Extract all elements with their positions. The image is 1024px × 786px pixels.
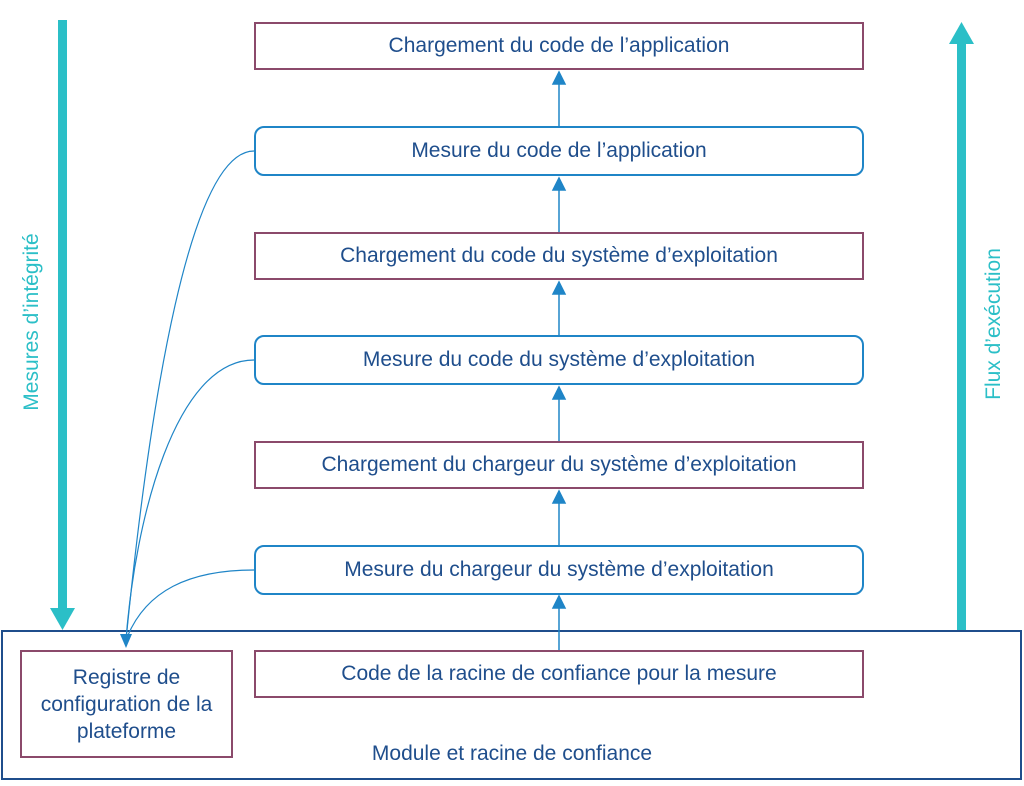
load-os-label: Chargement du code du système d’exploita… <box>340 244 778 267</box>
root-of-trust-code-label: Code de la racine de confiance pour la m… <box>341 662 777 685</box>
root-of-trust-code-box: Code de la racine de confiance pour la m… <box>254 650 864 698</box>
load-os-loader-box: Chargement du chargeur du système d’expl… <box>254 441 864 489</box>
flow-arrowhead-6 <box>551 594 567 609</box>
trust-module-label: Module et racine de confiance <box>371 742 653 765</box>
pcr-arrowhead <box>120 634 132 648</box>
platform-config-register-box: Registre de configuration de la platefor… <box>20 650 233 758</box>
measure-os-connector <box>125 359 255 641</box>
load-application-box: Chargement du code de l’application <box>254 22 864 70</box>
load-os-box: Chargement du code du système d’exploita… <box>254 232 864 280</box>
measure-app-connector <box>125 150 255 641</box>
platform-config-register-label: Registre de configuration de la platefor… <box>40 665 213 743</box>
measure-os-loader-box: Mesure du chargeur du système d’exploita… <box>254 545 864 595</box>
flow-arrowhead-5 <box>551 489 567 504</box>
measure-application-label: Mesure du code de l’application <box>411 139 707 162</box>
measure-os-loader-label: Mesure du chargeur du système d’exploita… <box>344 558 774 581</box>
execution-flow-arrow <box>949 22 974 630</box>
measure-os-label: Mesure du code du système d’exploitation <box>362 348 756 371</box>
trust-module-container <box>1 630 1022 780</box>
measure-loader-connector <box>125 569 255 641</box>
load-os-loader-label: Chargement du chargeur du système d’expl… <box>321 453 797 476</box>
flow-arrowhead-1 <box>551 70 567 85</box>
measure-os-box: Mesure du code du système d’exploitation <box>254 335 864 385</box>
flow-arrowhead-2 <box>551 176 567 191</box>
measure-application-box: Mesure du code de l’application <box>254 126 864 176</box>
load-application-label: Chargement du code de l’application <box>388 34 730 57</box>
flow-arrowhead-4 <box>551 385 567 400</box>
integrity-measures-arrow <box>50 20 75 630</box>
flow-arrowhead-3 <box>551 280 567 295</box>
